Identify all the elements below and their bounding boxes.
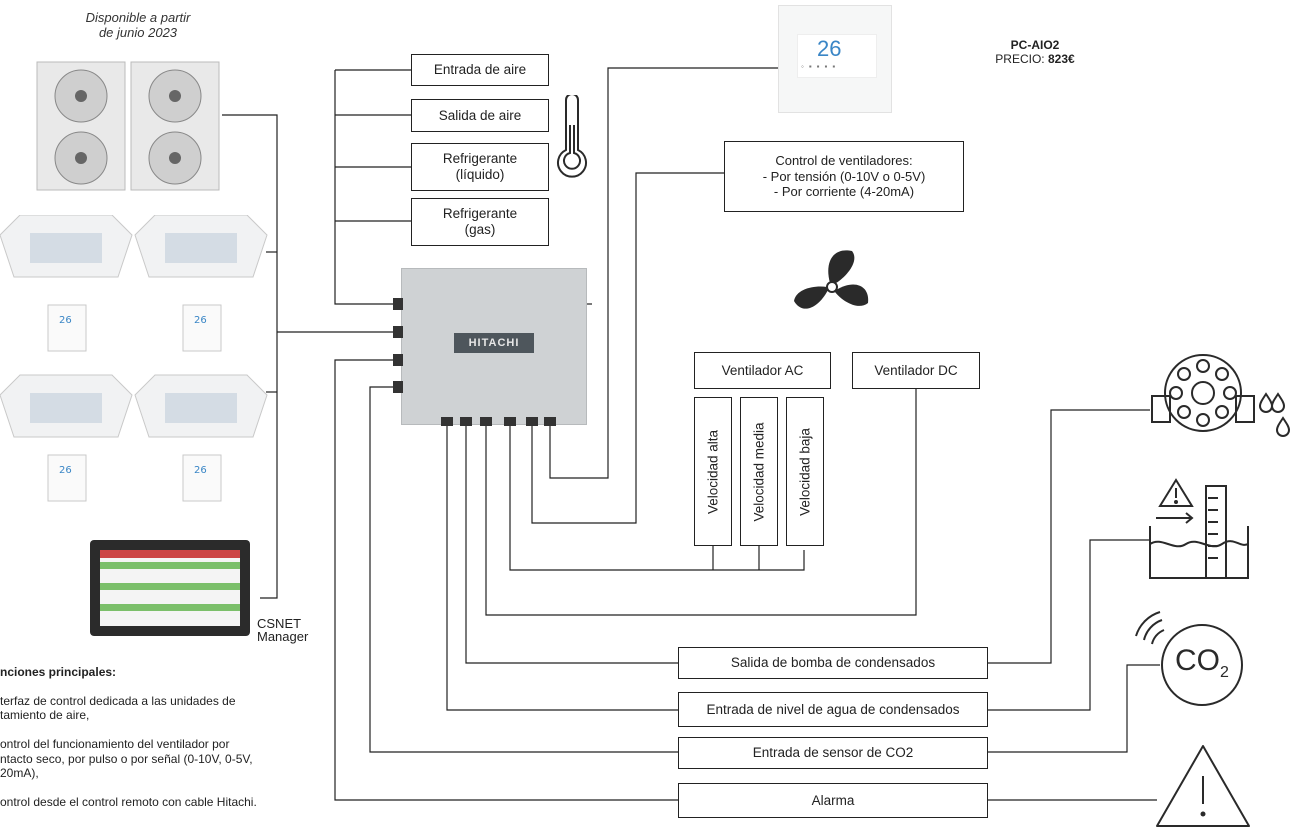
speed-low-label: Velocidad baja: [797, 427, 813, 516]
controller-port: [393, 381, 403, 393]
feature-item-1: terfaz de control dedicada a las unidade…: [0, 693, 236, 723]
csnet-label: CSNET Manager: [257, 616, 309, 644]
remote-button-icons: ◦▪▪▪▪: [801, 62, 841, 71]
controller-box: HITACHI: [401, 268, 587, 425]
csnet-manager-device: [88, 538, 254, 645]
feature-item-3: ontrol desde el control remoto con cable…: [0, 795, 257, 809]
co2-text: CO: [1175, 644, 1220, 677]
controller-port: [441, 417, 453, 426]
feature-item-2: ontrol del funcionamiento del ventilador…: [0, 737, 253, 780]
price-value: 823€: [1047, 52, 1075, 66]
availability-note: Disponible a partir de junio 2023: [85, 10, 191, 40]
features-title: nciones principales:: [0, 664, 117, 679]
svg-text:26: 26: [59, 465, 72, 476]
outdoor-unit-image: [36, 61, 220, 191]
svg-text:26: 26: [194, 315, 207, 326]
controller-port: [504, 417, 516, 426]
controller-brand-label: HITACHI: [454, 333, 534, 353]
speed-low-box: Velocidad baja: [786, 397, 824, 546]
speed-high-box: Velocidad alta: [694, 397, 732, 546]
remote-temp-value: 26: [817, 36, 842, 61]
alarm-warning-icon: [1156, 745, 1250, 827]
sensor-box-air-inlet: Entrada de aire: [411, 54, 549, 86]
thermometer-icon: [557, 95, 587, 178]
output-box-alarm: Alarma: [678, 783, 988, 818]
product-model: PC-AIO2: [1010, 38, 1060, 52]
fan-ac-box: Ventilador AC: [694, 352, 831, 389]
cassette-units-image: 26 26 26 26: [0, 214, 275, 520]
svg-text:26: 26: [59, 315, 72, 326]
speed-high-label: Velocidad alta: [705, 429, 721, 514]
speed-medium-box: Velocidad media: [740, 397, 778, 546]
sensor-box-air-outlet: Salida de aire: [411, 99, 549, 132]
output-box-condensate-level: Entrada de nivel de agua de condensados: [678, 692, 988, 727]
output-box-condensate-pump: Salida de bomba de condensados: [678, 647, 988, 679]
remote-controller: 26 ◦▪▪▪▪: [778, 5, 892, 113]
controller-port: [393, 326, 403, 338]
pump-flange-icon: [1151, 354, 1291, 437]
controller-port: [460, 417, 472, 426]
svg-text:26: 26: [194, 465, 207, 476]
outdoor-unit-group: [35, 58, 225, 198]
controller-port: [393, 354, 403, 366]
fan-icon: [794, 250, 869, 309]
controller-port: [526, 417, 538, 426]
controller-port: [393, 298, 403, 310]
controller-port: [544, 417, 556, 426]
fan-dc-box: Ventilador DC: [852, 352, 980, 389]
water-level-icon: [1149, 478, 1249, 579]
sensor-box-refrigerant-gas: Refrigerante (gas): [411, 198, 549, 246]
controller-port: [480, 417, 492, 426]
sensor-box-refrigerant-liquid: Refrigerante (líquido): [411, 143, 549, 191]
product-info: PC-AIO2 PRECIO: 823€: [990, 38, 1080, 66]
fan-control-box: Control de ventiladores: - Por tensión (…: [724, 141, 964, 212]
price-label: PRECIO:: [995, 52, 1045, 66]
features-block: nciones principales: terfaz de control d…: [0, 650, 330, 824]
co2-icon-text: CO2: [1175, 644, 1229, 682]
output-box-co2-sensor: Entrada de sensor de CO2: [678, 737, 988, 769]
speed-medium-label: Velocidad media: [751, 421, 767, 522]
co2-sensor-icon: [1135, 611, 1243, 706]
